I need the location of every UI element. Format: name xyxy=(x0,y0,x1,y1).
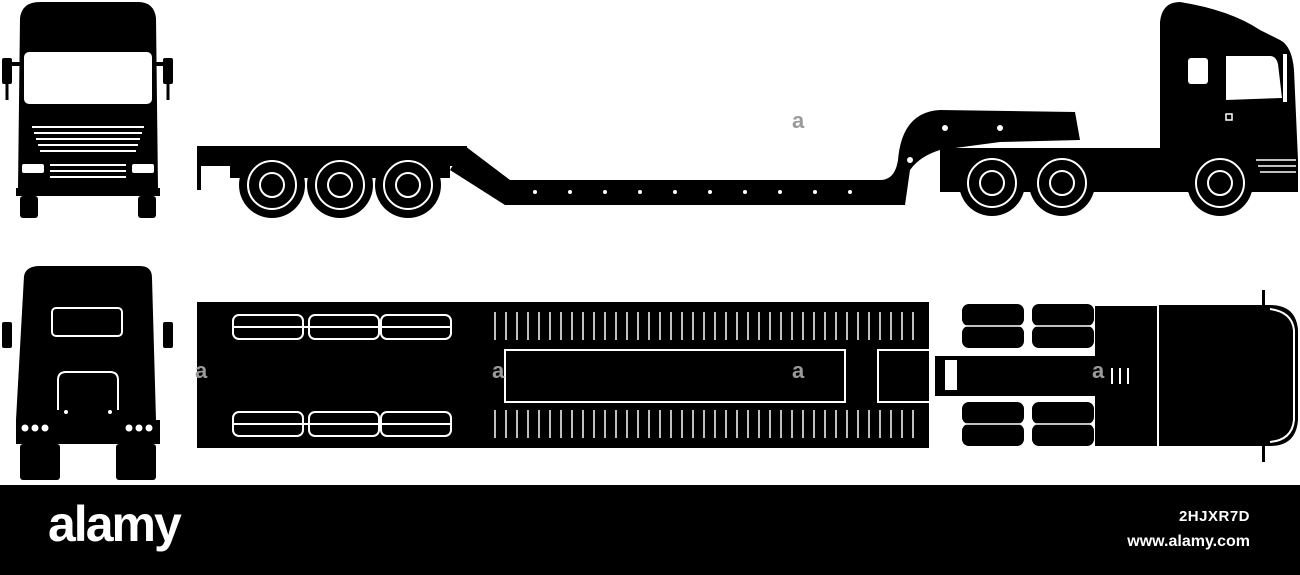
truck-side-view: a xyxy=(197,2,1298,218)
stock-footer-bar: alamy 2HJXR7D www.alamy.com xyxy=(0,485,1300,575)
truck-rear-view xyxy=(2,266,173,480)
alamy-logo: alamy xyxy=(48,496,182,552)
truck-top-view: a a a a xyxy=(195,290,1298,462)
watermark-glyph: a xyxy=(1092,358,1105,383)
watermark-glyph: a xyxy=(492,358,505,383)
watermark-glyph: a xyxy=(792,358,805,383)
truck-front-view xyxy=(2,2,173,218)
image-id-label: 2HJXR7D xyxy=(1178,508,1250,525)
watermark-glyph: a xyxy=(792,108,805,133)
watermark-glyph: a xyxy=(195,358,208,383)
site-url-link[interactable]: www.alamy.com xyxy=(1127,533,1250,550)
truck-silhouette-illustration: a xyxy=(2,2,1298,480)
